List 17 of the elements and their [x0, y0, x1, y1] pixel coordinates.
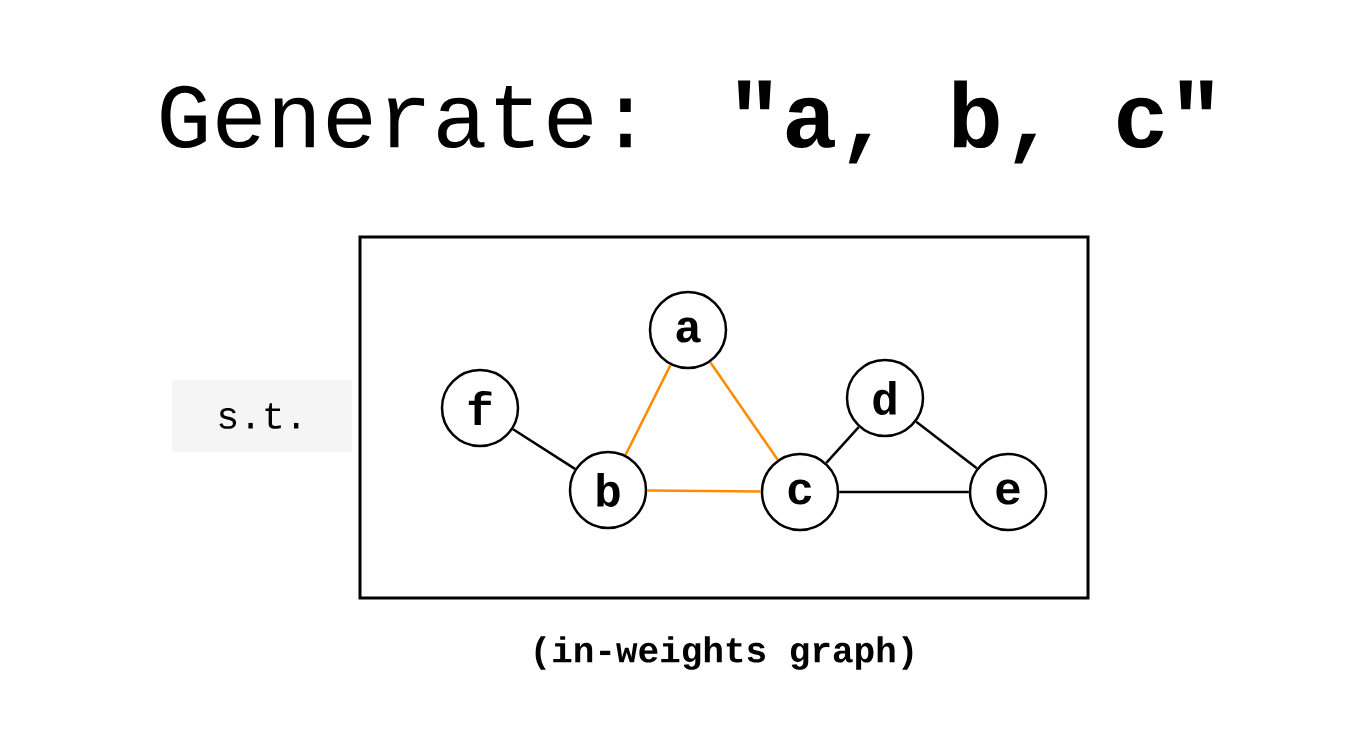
graph-edge — [825, 426, 860, 464]
node-label: (in-weights graph) — [535, 636, 913, 670]
graph-vertex: e — [968, 452, 1048, 532]
graph-vertex: f — [440, 368, 520, 448]
graph-edge — [709, 361, 779, 461]
graph-vertex: c — [760, 452, 840, 532]
text-label: s.t. — [172, 380, 352, 452]
title: Generate: "a, b, c" — [161, 80, 1213, 164]
graph-vertex: b — [568, 450, 648, 530]
graph-edge — [839, 490, 969, 494]
graph-edge — [915, 420, 978, 470]
graph-vertex: d — [845, 358, 925, 438]
graph-vertex: a — [648, 290, 728, 370]
graph-edge — [647, 489, 761, 493]
graph-edge — [624, 364, 672, 456]
graph-frame — [358, 235, 1090, 600]
graph-edge — [512, 428, 576, 470]
